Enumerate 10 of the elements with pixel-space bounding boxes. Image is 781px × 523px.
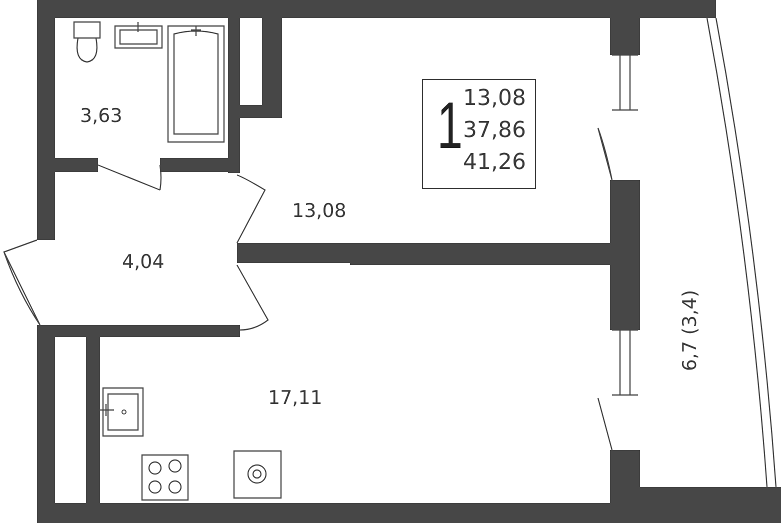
room-area-label: 4,04: [122, 253, 164, 272]
area-value: 41,26: [463, 152, 526, 174]
room-area-label: 3,63: [80, 107, 122, 126]
room-count: 1: [437, 92, 463, 158]
balcony-area-label: 6,7 (3,4): [680, 289, 700, 371]
area-value: 13,08: [463, 88, 526, 110]
area-value: 37,86: [463, 120, 526, 142]
room-area-label: 13,08: [292, 202, 346, 221]
room-area-label: 17,11: [268, 389, 322, 408]
apartment-info-box: [422, 79, 536, 189]
